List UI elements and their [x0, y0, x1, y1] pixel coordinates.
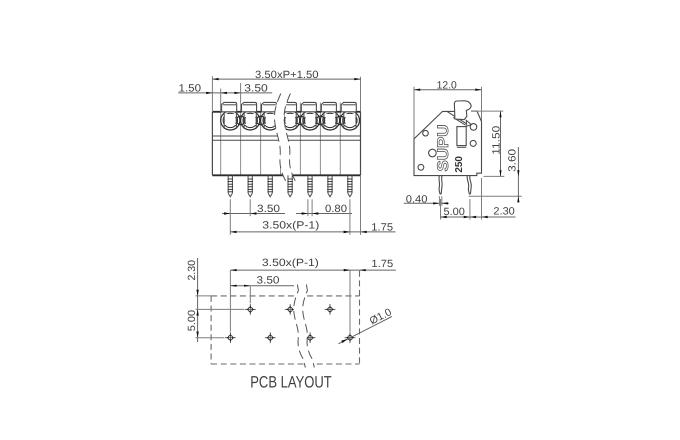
svg-text:3.50xP+1.50: 3.50xP+1.50 [255, 69, 319, 81]
svg-text:3.50x(P-1): 3.50x(P-1) [262, 219, 319, 231]
svg-text:SUPU: SUPU [435, 125, 452, 172]
svg-text:3.60: 3.60 [506, 149, 518, 172]
svg-text:3.50: 3.50 [244, 82, 268, 94]
svg-text:1.75: 1.75 [371, 222, 393, 234]
svg-text:3.50x(P-1): 3.50x(P-1) [262, 257, 319, 269]
svg-text:250: 250 [454, 156, 465, 173]
svg-text:5.00: 5.00 [186, 310, 198, 331]
svg-text:2.30: 2.30 [493, 206, 514, 218]
svg-text:3.50: 3.50 [257, 274, 280, 286]
svg-text:1.75: 1.75 [371, 258, 393, 270]
svg-text:5.00: 5.00 [444, 206, 465, 218]
svg-text:11.50: 11.50 [491, 126, 503, 155]
svg-text:2.30: 2.30 [186, 260, 198, 281]
svg-text:0.40: 0.40 [406, 193, 428, 205]
svg-text:0.80: 0.80 [325, 203, 347, 215]
svg-text:PCB LAYOUT: PCB LAYOUT [250, 374, 332, 392]
svg-text:1.50: 1.50 [179, 82, 202, 94]
svg-text:12.0: 12.0 [437, 80, 457, 92]
svg-text:3.50: 3.50 [257, 203, 280, 215]
